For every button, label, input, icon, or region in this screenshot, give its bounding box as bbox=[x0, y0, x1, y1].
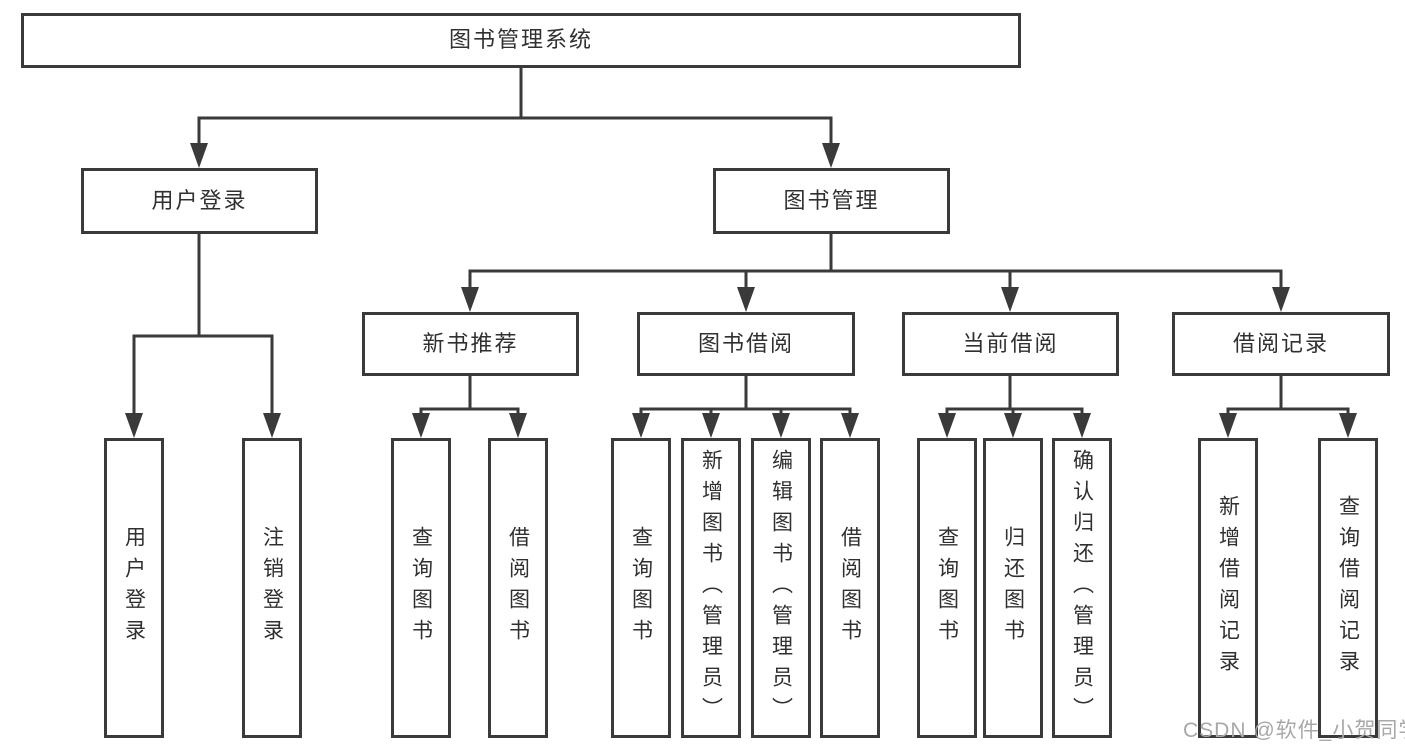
node-library-management-system: 图书管理系统 bbox=[21, 13, 1021, 68]
leaf-logout: 注销登录 bbox=[242, 438, 302, 738]
leaf-query-book-recommend: 查询图书 bbox=[391, 438, 451, 738]
node-borrow-records: 借阅记录 bbox=[1172, 312, 1390, 376]
arrowhead-group bbox=[125, 143, 1357, 438]
leaf-query-book-current: 查询图书 bbox=[917, 438, 977, 738]
csdn-watermark: CSDN @软件_小贺同学 bbox=[1183, 719, 1405, 742]
leaf-user-login: 用户登录 bbox=[104, 438, 164, 738]
leaf-borrow-book-recommend: 借阅图书 bbox=[488, 438, 548, 738]
leaf-query-borrow-record: 查询借阅记录 bbox=[1318, 438, 1378, 738]
leaf-edit-book-admin: 编辑图书（管理员） bbox=[751, 438, 811, 738]
leaf-borrow-book: 借阅图书 bbox=[820, 438, 880, 738]
node-book-borrow: 图书借阅 bbox=[637, 312, 855, 376]
leaf-confirm-return-admin: 确认归还（管理员） bbox=[1052, 438, 1112, 738]
node-book-management: 图书管理 bbox=[713, 168, 950, 234]
leaf-query-book-borrow: 查询图书 bbox=[611, 438, 671, 738]
node-current-borrow: 当前借阅 bbox=[902, 312, 1119, 376]
node-user-login: 用户登录 bbox=[81, 168, 318, 234]
node-new-book-recommend: 新书推荐 bbox=[362, 312, 579, 376]
leaf-add-borrow-record: 新增借阅记录 bbox=[1198, 438, 1258, 738]
leaf-add-book-admin: 新增图书（管理员） bbox=[681, 438, 741, 738]
leaf-return-book: 归还图书 bbox=[983, 438, 1043, 738]
